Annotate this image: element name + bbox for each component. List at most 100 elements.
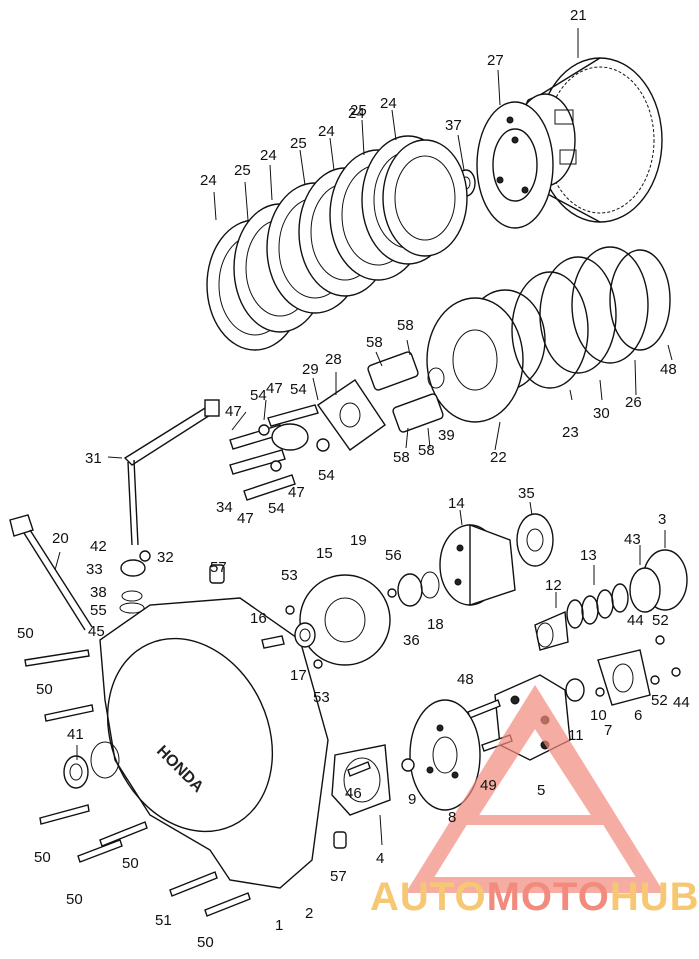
callout-11: 11 xyxy=(568,727,584,744)
callout-4: 4 xyxy=(376,850,384,867)
watermark-auto: AUTO xyxy=(370,875,487,919)
pump-shaft-assembly xyxy=(534,530,688,651)
oil-pump-body xyxy=(439,509,516,606)
callout-32: 32 xyxy=(157,549,174,566)
callout-27: 27 xyxy=(487,52,504,69)
judder-spring-set xyxy=(511,246,673,401)
callout-15: 15 xyxy=(316,545,333,562)
callout-51: 51 xyxy=(155,912,172,929)
callout-47: 47 xyxy=(237,510,254,527)
callout-50: 50 xyxy=(17,625,34,642)
callout-48: 48 xyxy=(660,361,677,378)
callout-54: 54 xyxy=(250,387,267,404)
watermark-text: AUTOMOTOHUB xyxy=(370,875,699,920)
callout-6: 6 xyxy=(634,707,642,724)
lifter-plate xyxy=(312,372,386,451)
callout-25: 25 xyxy=(234,162,251,179)
callout-41: 41 xyxy=(67,726,84,743)
clutch-springs xyxy=(367,339,444,449)
callout-17: 17 xyxy=(290,667,307,684)
watermark-moto: MOTO xyxy=(486,875,610,919)
callout-52: 52 xyxy=(651,692,668,709)
callout-50: 50 xyxy=(122,855,139,872)
callout-58: 58 xyxy=(366,334,383,351)
lifter-bolts xyxy=(229,399,330,501)
callout-20: 20 xyxy=(52,530,69,547)
callout-55: 55 xyxy=(90,602,107,619)
watermark-triangle-shape xyxy=(405,684,665,893)
callout-28: 28 xyxy=(325,351,342,368)
oil-filter-cover xyxy=(331,744,391,846)
callout-5: 5 xyxy=(537,782,545,799)
callout-2: 2 xyxy=(305,905,313,922)
callout-23: 23 xyxy=(562,424,579,441)
callout-57: 57 xyxy=(210,559,227,576)
callout-37: 37 xyxy=(445,117,462,134)
callout-18: 18 xyxy=(427,616,444,633)
callout-24: 24 xyxy=(380,95,397,112)
callout-36: 36 xyxy=(403,632,420,649)
callout-31: 31 xyxy=(85,450,102,467)
callout-14: 14 xyxy=(448,495,465,512)
pressure-plate xyxy=(426,289,546,451)
callout-19: 19 xyxy=(350,532,367,549)
callout-58: 58 xyxy=(397,317,414,334)
callout-25: 25 xyxy=(290,135,307,152)
oil-pump-gear xyxy=(401,699,481,811)
callout-47: 47 xyxy=(266,380,283,397)
callout-57: 57 xyxy=(330,868,347,885)
callout-46: 46 xyxy=(345,785,362,802)
callout-10: 10 xyxy=(590,707,607,724)
right-crankcase-cover: HONDA xyxy=(63,597,329,889)
callout-29: 29 xyxy=(302,361,319,378)
callout-53: 53 xyxy=(313,689,330,706)
callout-39: 39 xyxy=(438,427,455,444)
callout-56: 56 xyxy=(385,547,402,564)
callout-26: 26 xyxy=(625,394,642,411)
callout-24: 24 xyxy=(200,172,217,189)
lifter-arm xyxy=(107,399,220,546)
callout-35: 35 xyxy=(518,485,535,502)
callout-13: 13 xyxy=(580,547,597,564)
callout-33: 33 xyxy=(86,561,103,578)
pump-cover xyxy=(565,635,681,706)
callout-58: 58 xyxy=(393,449,410,466)
lifter-shaft-parts xyxy=(119,550,151,614)
callout-3: 3 xyxy=(658,511,666,528)
clutch-outer-guide xyxy=(476,69,554,229)
cover-bolts xyxy=(24,564,347,917)
callout-22: 22 xyxy=(490,449,507,466)
callout-53: 53 xyxy=(281,567,298,584)
callout-54: 54 xyxy=(268,500,285,517)
callout-44: 44 xyxy=(673,694,690,711)
callout-50: 50 xyxy=(197,934,214,951)
callout-45: 45 xyxy=(88,623,105,640)
callout-48: 48 xyxy=(457,671,474,688)
callout-54: 54 xyxy=(318,467,335,484)
watermark-triangle-inner xyxy=(460,710,610,825)
callout-50: 50 xyxy=(34,849,51,866)
callout-24: 24 xyxy=(348,105,365,122)
watermark-hub: HUB xyxy=(609,875,699,919)
pump-drive-gear xyxy=(516,501,554,567)
callout-12: 12 xyxy=(545,577,562,594)
callout-44: 44 xyxy=(627,612,644,629)
clutch-disk-stack xyxy=(206,109,468,351)
callout-49: 49 xyxy=(480,777,497,794)
callout-16: 16 xyxy=(250,610,267,627)
callout-25: 25 xyxy=(350,102,367,119)
callout-34: 34 xyxy=(216,499,233,516)
oil-level-gauge xyxy=(9,514,93,631)
callout-50: 50 xyxy=(36,681,53,698)
callout-42: 42 xyxy=(90,538,107,555)
callout-7: 7 xyxy=(604,722,612,739)
callout-24: 24 xyxy=(260,147,277,164)
callout-54: 54 xyxy=(290,381,307,398)
callout-1: 1 xyxy=(275,917,283,934)
watermark-triangle xyxy=(405,684,665,893)
callout-9: 9 xyxy=(408,791,416,808)
callout-21: 21 xyxy=(570,7,587,24)
oil-filter-rotor xyxy=(261,571,440,669)
